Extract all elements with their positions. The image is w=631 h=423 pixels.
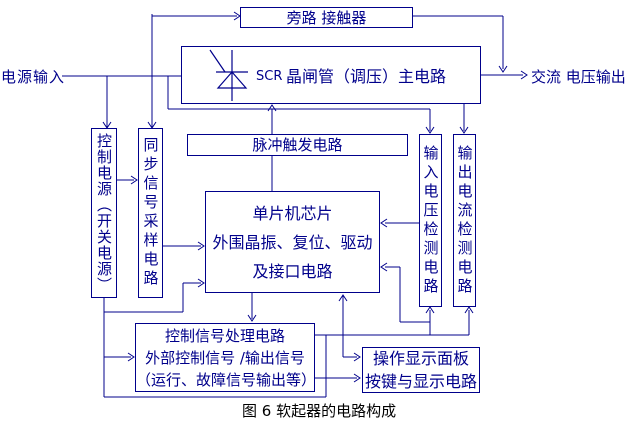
- scr-main-circuit-label: 晶闸管（调压）主电路: [286, 67, 447, 86]
- scr-main-circuit-box: SCR 晶闸管（调压）主电路: [181, 46, 481, 104]
- pulse-trigger-label: 脉冲触发电路: [252, 136, 343, 154]
- sync-sampling-box: 同步信号采样电路: [138, 128, 163, 298]
- mcu-label-line2: 外围晶振、复位、驱动: [212, 232, 373, 252]
- input-voltage-detect-box: 输入电压检测电路: [419, 134, 442, 307]
- scr-tag-label: SCR: [256, 69, 283, 84]
- operation-panel-line2: 按键与显示电路: [364, 372, 477, 391]
- output-current-detect-label: 输出电流检测电路: [455, 144, 474, 297]
- ac-output-label: 交流 电压输出: [531, 68, 626, 86]
- power-input-label: 电源输入: [1, 68, 66, 86]
- wire-lines: [62, 14, 523, 398]
- control-power-label: 控制电源（开关电源）: [95, 133, 113, 293]
- thyristor-symbol-icon: [209, 49, 248, 101]
- control-power-box: 控制电源（开关电源）: [91, 128, 117, 298]
- mcu-label-line1: 单片机芯片: [252, 203, 333, 223]
- mcu-box: 单片机芯片 外围晶振、复位、驱动 及接口电路: [205, 191, 380, 293]
- sync-sampling-label: 同步信号采样电路: [141, 137, 160, 289]
- signal-processing-box: 控制信号处理电路 外部控制信号 /输出信号 （运行、故障信号输出等）: [135, 323, 317, 392]
- output-current-detect-box: 输出电流检测电路: [453, 134, 476, 307]
- signal-processing-line3: （运行、故障信号输出等）: [136, 370, 317, 389]
- bypass-contactor-box: 旁路 接触器: [240, 7, 413, 28]
- figure-caption: 图 6 软起器的电路构成: [242, 402, 397, 420]
- signal-processing-line2: 外部控制信号 /输出信号: [145, 348, 305, 367]
- bypass-contactor-label: 旁路 接触器: [286, 8, 367, 27]
- mcu-label-line3: 及接口电路: [252, 261, 333, 281]
- operation-panel-line1: 操作显示面板: [372, 349, 469, 368]
- signal-processing-line1: 控制信号处理电路: [164, 326, 285, 345]
- operation-panel-box: 操作显示面板 按键与显示电路: [362, 347, 480, 393]
- input-voltage-detect-label: 输入电压检测电路: [421, 144, 440, 297]
- pulse-trigger-box: 脉冲触发电路: [187, 134, 408, 156]
